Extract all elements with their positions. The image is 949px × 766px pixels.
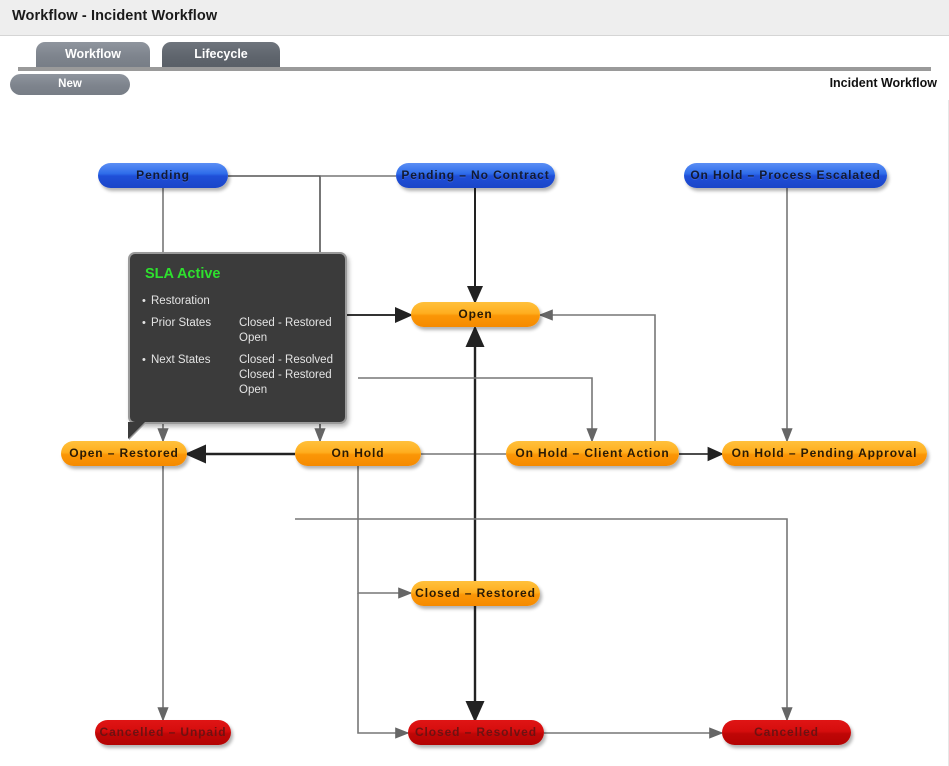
tooltip-row-values: Closed - Resolved Closed - Restored Open <box>239 354 333 396</box>
toolbar: New Incident Workflow <box>0 72 949 100</box>
bullet-icon: • <box>142 317 146 329</box>
node-on-hold-client-action[interactable]: On Hold – Client Action <box>506 441 679 466</box>
node-label: Open <box>458 307 493 321</box>
node-on-hold-process-escalated[interactable]: On Hold – Process Escalated <box>684 163 887 188</box>
workflow-diagram-canvas[interactable]: Pending Pending – No Contract On Hold – Pr… <box>0 100 949 766</box>
node-label: Cancelled – Unpaid <box>99 725 227 739</box>
bullet-icon: • <box>142 295 146 307</box>
node-open[interactable]: Open <box>411 302 540 327</box>
node-cancelled[interactable]: Cancelled <box>722 720 851 745</box>
tooltip-row: • Prior States Closed - Restored Open <box>142 316 333 346</box>
workflow-name-label: Incident Workflow <box>829 76 937 90</box>
tooltip-row-values <box>239 294 333 309</box>
node-on-hold-pending-approval[interactable]: On Hold – Pending Approval <box>722 441 927 466</box>
node-label: Closed – Restored <box>415 586 536 600</box>
node-label: Closed – Resolved <box>414 725 537 739</box>
node-label: Pending – No Contract <box>401 168 550 182</box>
node-label: On Hold – Process Escalated <box>690 168 881 182</box>
tooltip-row: • Next States Closed - Resolved Closed - R… <box>142 353 333 398</box>
window-titlebar: Workflow - Incident Workflow <box>0 0 949 36</box>
node-pending[interactable]: Pending <box>98 163 228 188</box>
tooltip-row-label: Prior States <box>151 317 212 329</box>
tab-workflow[interactable]: Workflow <box>36 42 150 68</box>
node-label: Cancelled <box>754 725 819 739</box>
tooltip-title: SLA Active <box>145 266 221 282</box>
new-button[interactable]: New <box>10 74 130 95</box>
node-pending-no-contract[interactable]: Pending – No Contract <box>396 163 555 188</box>
tooltip-tail <box>128 422 145 439</box>
tooltip-row: • Restoration <box>142 294 333 309</box>
page-title: Workflow - Incident Workflow <box>12 8 218 24</box>
node-on-hold[interactable]: On Hold <box>295 441 421 466</box>
bullet-icon: • <box>142 354 146 366</box>
node-closed-resolved[interactable]: Closed – Resolved <box>408 720 544 745</box>
tooltip-row-values: Closed - Restored Open <box>239 317 332 344</box>
node-label: On Hold <box>331 446 385 460</box>
tooltip-row-label: Next States <box>151 354 211 366</box>
node-closed-restored[interactable]: Closed – Restored <box>411 581 540 606</box>
tab-lifecycle[interactable]: Lifecycle <box>162 42 280 68</box>
node-open-restored[interactable]: Open – Restored <box>61 441 187 466</box>
tooltip-rows: • Restoration • Prior States Closed - Restor… <box>142 294 333 398</box>
tooltip-row-label: Restoration <box>151 295 210 307</box>
node-cancelled-unpaid[interactable]: Cancelled – Unpaid <box>95 720 231 745</box>
node-label: Pending <box>136 168 190 182</box>
node-label: On Hold – Pending Approval <box>731 446 918 460</box>
tab-underline <box>18 67 931 71</box>
tab-strip: Workflow Lifecycle <box>0 36 949 68</box>
node-label: Open – Restored <box>69 446 179 460</box>
node-label: On Hold – Client Action <box>515 446 670 460</box>
